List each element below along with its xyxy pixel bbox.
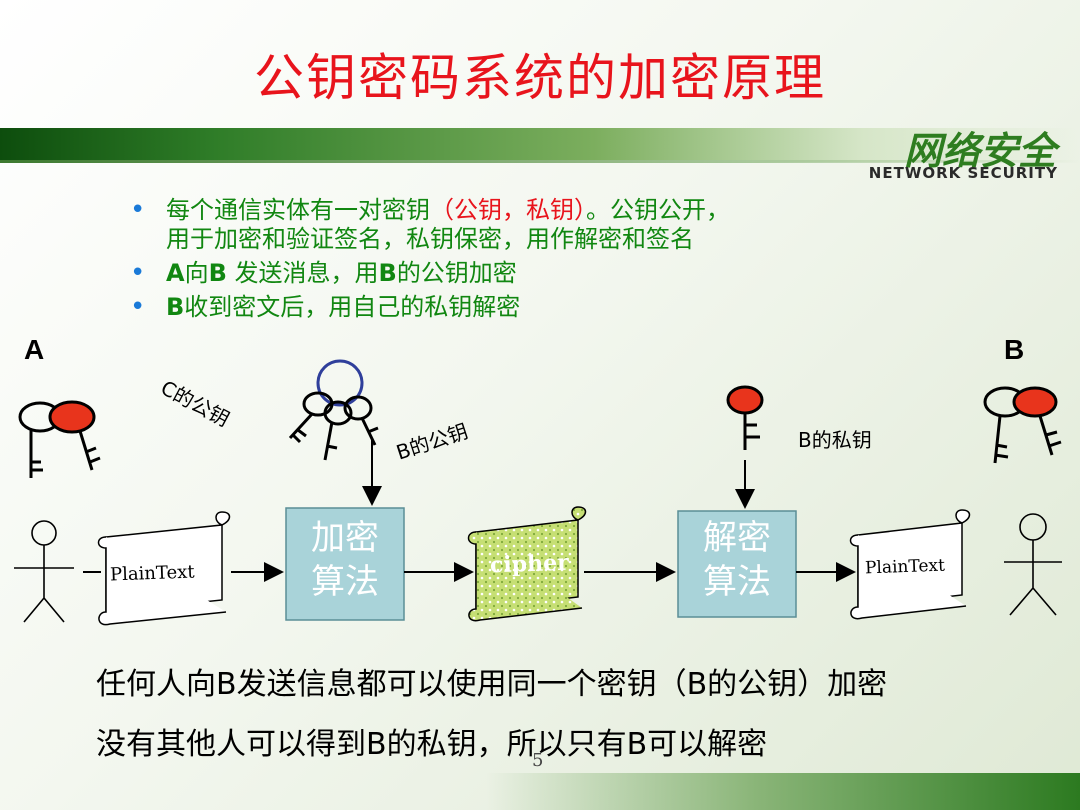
plaintext-left-label: PlainText [109, 561, 195, 586]
cipher-label: cipher [489, 549, 570, 579]
person-b-icon [1004, 513, 1062, 616]
bullet-1-line-2: 用于加密和验证签名，私钥保密，用作解密和签名 [166, 225, 694, 253]
bullet-2-rest: 发送消息，用 [226, 259, 379, 287]
bullet-2-b2: B [378, 259, 397, 287]
bullet-1-text-b: 。公钥公开， [586, 196, 730, 224]
bullet-1-text-a: 每个通信实体有一对密钥 [166, 196, 430, 224]
bullet-1: 每个通信实体有一对密钥（公钥，私钥）。公钥公开， 用于加密和验证签名，私钥保密，… [130, 196, 730, 254]
key-pair-b-icon [983, 386, 1062, 464]
bullet-list: 每个通信实体有一对密钥（公钥，私钥）。公钥公开， 用于加密和验证签名，私钥保密，… [130, 196, 730, 327]
b-private-key-label: B的私钥 [798, 428, 872, 452]
encrypt-algorithm-box: 加密 算法 [286, 508, 404, 620]
logo-chinese: 网络安全 [903, 128, 1056, 173]
logo-english: NETWORK SECURITY [868, 164, 1058, 182]
plaintext-right-scroll [849, 509, 971, 620]
encrypt-box-line-1: 加密 [311, 518, 379, 558]
bullet-2-b: B [208, 259, 227, 287]
bullet-2-a: A [166, 259, 185, 287]
bullet-3-rest: 收到密文后，用自己的私钥解密 [184, 293, 521, 321]
page-number: 5 [532, 750, 544, 771]
bottom-line-2: 没有其他人可以得到B的私钥，所以只有B可以解密 [96, 727, 768, 762]
bullet-3-b: B [166, 293, 185, 321]
key-pair-a-icon [18, 400, 101, 478]
bottom-line-1: 任何人向B发送信息都可以使用同一个密钥（B的公钥）加密 [96, 667, 888, 702]
party-b-label: B [1004, 334, 1025, 365]
b-private-key-icon [726, 385, 764, 450]
bullet-2: A向B 发送消息，用B的公钥加密 [130, 259, 730, 288]
encrypt-box-line-2: 算法 [311, 562, 379, 602]
decrypt-algorithm-box: 解密 算法 [678, 511, 796, 617]
slide-title: 公钥密码系统的加密原理 [254, 49, 826, 107]
bullet-2-mid: 向 [184, 259, 209, 287]
party-a-label: A [24, 334, 45, 365]
plaintext-right-label: PlainText [864, 555, 946, 579]
plaintext-left-scroll [97, 511, 231, 626]
header-band [0, 128, 1080, 162]
decrypt-box-shape [677, 510, 797, 618]
footer-band [0, 773, 1080, 810]
bullet-3: B收到密文后，用自己的私钥解密 [130, 293, 730, 322]
decrypt-box-line-1: 解密 [703, 518, 771, 558]
cipher-scroll [467, 506, 587, 622]
person-a-icon [14, 520, 74, 623]
bottom-text: 任何人向B发送信息都可以使用同一个密钥（B的公钥）加密 没有其他人可以得到B的私… [96, 655, 887, 775]
bullet-1-key-pair: （公钥，私钥） [430, 196, 586, 224]
encrypt-box-shape [285, 507, 405, 621]
decrypt-box-line-2: 算法 [703, 562, 771, 602]
bullet-2-end: 的公钥加密 [396, 259, 517, 287]
header-band-line [0, 160, 1080, 163]
key-ring-icon [288, 359, 379, 461]
flow-arrows [83, 440, 856, 582]
